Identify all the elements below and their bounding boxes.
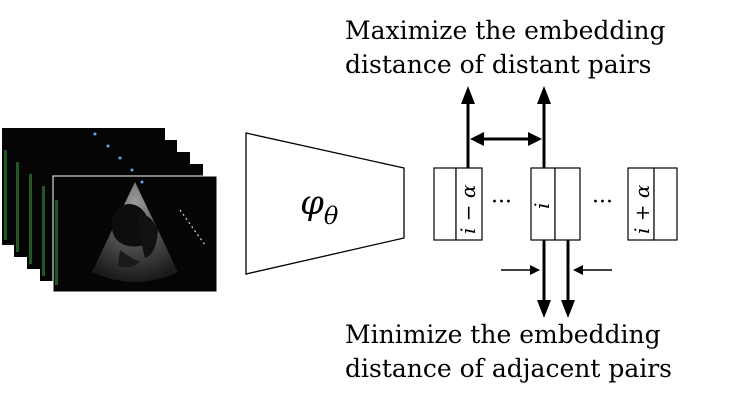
encoder-label: φθ bbox=[300, 183, 339, 230]
minimize-caption-line1: Minimize the embedding bbox=[345, 320, 661, 349]
embedding-frame-left: i − α bbox=[433, 167, 483, 241]
embedding-frame-right: i + α bbox=[627, 167, 678, 241]
ellipsis-right: ··· bbox=[592, 190, 613, 215]
maximize-caption-line2: distance of distant pairs bbox=[345, 50, 652, 79]
minimize-arrows bbox=[501, 240, 612, 318]
encoder-symbol: φ bbox=[300, 183, 324, 223]
ellipsis-left: ··· bbox=[491, 190, 512, 215]
frame-left-label: i − α bbox=[456, 184, 480, 234]
encoder-subscript: θ bbox=[324, 202, 339, 230]
frame-right-label: i + α bbox=[630, 184, 654, 234]
echo-frame-front bbox=[52, 175, 218, 293]
maximize-caption: Maximize the embedding distance of dista… bbox=[345, 14, 666, 82]
maximize-arrows bbox=[461, 86, 551, 168]
frame-center-label: i bbox=[530, 203, 554, 209]
embedding-frame-center: i bbox=[530, 167, 581, 241]
minimize-caption-line2: distance of adjacent pairs bbox=[345, 354, 673, 383]
minimize-caption: Minimize the embedding distance of adjac… bbox=[345, 318, 672, 386]
echo-frame-stack bbox=[2, 128, 218, 293]
maximize-caption-line1: Maximize the embedding bbox=[345, 16, 666, 45]
encoder-block: φθ bbox=[245, 132, 405, 275]
